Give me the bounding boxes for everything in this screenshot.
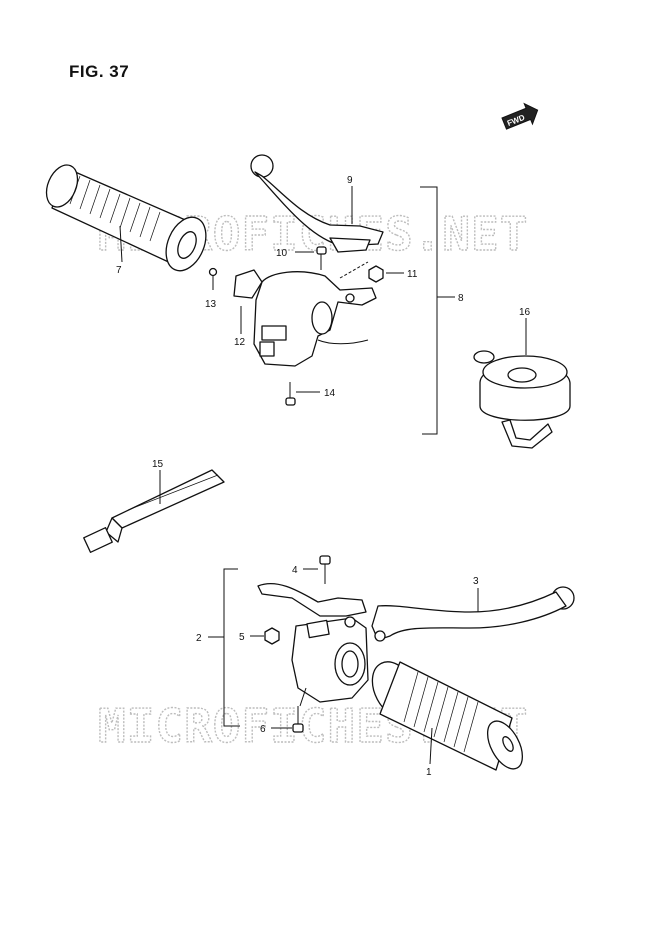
screw-part-13 bbox=[208, 267, 218, 290]
nut-part-5 bbox=[264, 627, 280, 645]
nut-part-11 bbox=[368, 265, 384, 283]
switch-housing-left-part-2 bbox=[257, 582, 369, 707]
cable-tie-part-15 bbox=[83, 469, 225, 553]
horn-part-16 bbox=[473, 350, 571, 449]
grip-right-part-1 bbox=[371, 661, 524, 771]
callout-11: 11 bbox=[407, 269, 418, 280]
callout-4: 4 bbox=[292, 565, 298, 576]
callout-6: 6 bbox=[260, 724, 266, 735]
callout-2: 2 bbox=[196, 633, 202, 644]
fwd-arrow-icon: FWD bbox=[501, 102, 539, 130]
screw-part-10 bbox=[316, 246, 327, 270]
callout-9: 9 bbox=[347, 175, 353, 186]
clutch-lever-part-3 bbox=[371, 586, 575, 642]
switch-housing-right-part-12 bbox=[233, 269, 377, 367]
screw-part-4 bbox=[319, 555, 331, 584]
bracket-2 bbox=[223, 568, 240, 727]
figure-title: FIG. 37 bbox=[69, 62, 130, 81]
brake-lever-part-9 bbox=[250, 154, 384, 253]
callout-5: 5 bbox=[239, 632, 245, 643]
screw-part-14 bbox=[285, 382, 296, 406]
screw-part-6 bbox=[292, 706, 304, 733]
callout-13: 13 bbox=[205, 299, 217, 310]
bracket-8 bbox=[420, 186, 438, 435]
callout-1: 1 bbox=[426, 767, 432, 778]
callout-16: 16 bbox=[519, 307, 531, 318]
grip-left-part-7 bbox=[45, 164, 207, 272]
callout-7: 7 bbox=[116, 265, 122, 276]
callout-8: 8 bbox=[458, 293, 464, 304]
callout-15: 15 bbox=[152, 459, 164, 470]
callout-10: 10 bbox=[276, 248, 288, 259]
callout-3: 3 bbox=[473, 576, 479, 587]
callout-14: 14 bbox=[324, 388, 336, 399]
callout-12: 12 bbox=[234, 337, 246, 348]
